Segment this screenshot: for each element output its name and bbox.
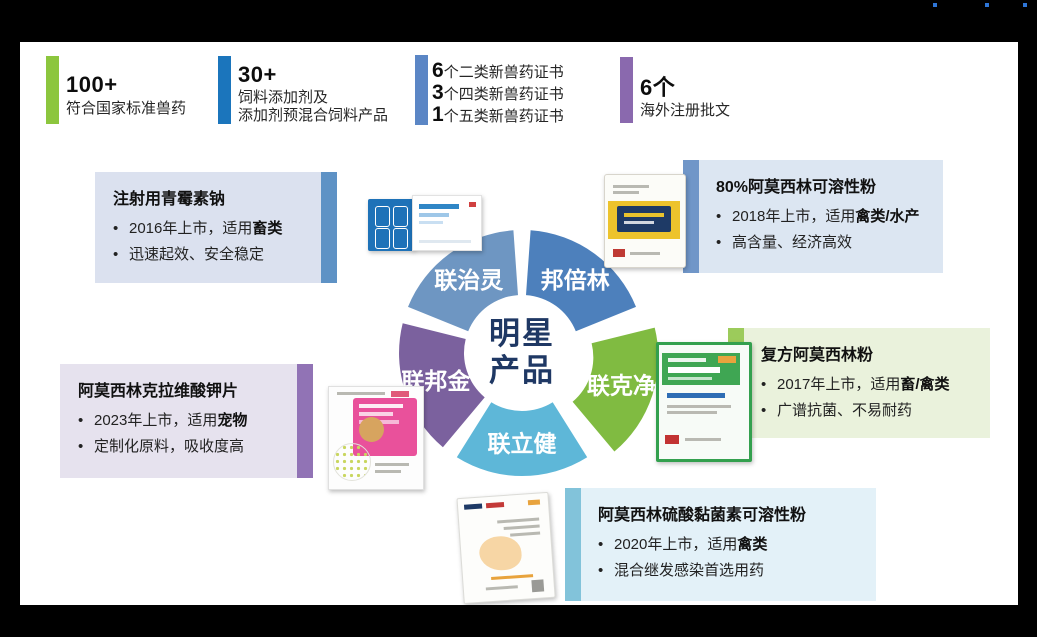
bullet-icon: • (761, 402, 767, 419)
cert-count: 6 (432, 59, 444, 82)
stat-feed-additives: 30+ 饲料添加剂及 添加剂预混合饲料产品 (218, 56, 408, 128)
bullet-icon: • (78, 412, 84, 429)
product-title: 复方阿莫西林粉 (761, 347, 874, 364)
stat-number: 100+ (66, 72, 118, 97)
artifact-dot (933, 3, 937, 7)
stat-accent-bar (415, 55, 428, 125)
bullet-item: •定制化原料，吸收度高 (78, 434, 273, 460)
callout-penicillin-injection: 注射用青霉素钠 •2016年上市，适用畜类 •迅速起效、安全稳定 (95, 172, 337, 283)
donut-segment-label: 联立健 (488, 431, 557, 458)
bullet-item: •2016年上市，适用畜类 (113, 216, 297, 242)
donut-segment (526, 230, 636, 332)
stat-label: 海外注册批文 (640, 102, 731, 119)
bullet-icon: • (716, 234, 722, 251)
bullet-icon: • (716, 208, 722, 225)
product-amoxicillin-sachet-image (604, 174, 686, 268)
stat-label: 饲料添加剂及 (238, 89, 329, 106)
cert-label: 个四类新兽药证书 (443, 86, 564, 103)
bullet-icon: • (78, 438, 84, 455)
donut-segment-label: 联治灵 (434, 267, 504, 294)
product-colistin-sachet-image (456, 491, 556, 605)
artifact-dot (1023, 3, 1027, 7)
stat-label: 添加剂预混合饲料产品 (238, 107, 389, 124)
bullet-icon: • (761, 376, 767, 393)
callout-compound-amoxicillin-powder: 复方阿莫西林粉 •2017年上市，适用畜/禽类 •广谱抗菌、不易耐药 (728, 328, 990, 438)
bullet-item: •2017年上市，适用畜/禽类 (761, 372, 980, 398)
bullet-item: •广谱抗菌、不易耐药 (761, 398, 980, 424)
donut-segment-label: 联克净 (587, 372, 656, 399)
product-penicillin-box-image (368, 193, 482, 253)
donut-segment (456, 402, 588, 477)
product-title: 注射用青霉素钠 (113, 191, 226, 208)
cert-count: 3 (432, 81, 444, 104)
stat-number: 6个 (640, 75, 676, 100)
bullet-icon: • (113, 246, 119, 263)
cert-label: 个五类新兽药证书 (443, 108, 564, 125)
stat-accent-bar (46, 56, 59, 124)
accent-stripe (297, 364, 313, 478)
bullet-item: •2018年上市，适用禽类/水产 (716, 204, 933, 230)
callout-amoxicillin-colistin-powder: 阿莫西林硫酸黏菌素可溶性粉 •2020年上市，适用禽类 •混合继发感染首选用药 (565, 488, 876, 601)
stat-overseas-registrations: 6个 海外注册批文 (620, 57, 770, 127)
bullet-item: •混合继发感染首选用药 (598, 558, 866, 584)
donut-segment (572, 327, 659, 452)
bullet-item: •2023年上市，适用宠物 (78, 408, 273, 434)
callout-amoxicillin-clavulanate-tablets: 阿莫西林克拉维酸钾片 •2023年上市，适用宠物 •定制化原料，吸收度高 (60, 364, 313, 478)
donut-segment-label: 邦倍林 (541, 267, 610, 294)
accent-stripe (321, 172, 337, 283)
bullet-icon: • (598, 536, 604, 553)
stat-standard-drugs: 100+ 符合国家标准兽药 (46, 56, 226, 128)
bullet-item: •2020年上市，适用禽类 (598, 532, 866, 558)
bullet-item: •迅速起效、安全稳定 (113, 242, 297, 268)
product-compound-amoxicillin-sachet-image (656, 342, 752, 462)
bullet-item: •高含量、经济高效 (716, 230, 933, 256)
cert-label: 个二类新兽药证书 (443, 64, 564, 81)
stat-accent-bar (620, 57, 633, 123)
product-title: 阿莫西林硫酸黏菌素可溶性粉 (598, 507, 807, 524)
artifact-dot (985, 3, 989, 7)
stat-accent-bar (218, 56, 231, 124)
accent-stripe (565, 488, 581, 601)
stat-label: 符合国家标准兽药 (66, 100, 187, 117)
donut-center-title: 明星 产品 (489, 316, 555, 389)
product-pet-tablets-box-image (328, 386, 424, 490)
callout-amoxicillin-soluble-powder: 80%阿莫西林可溶性粉 •2018年上市，适用禽类/水产 •高含量、经济高效 (683, 160, 943, 273)
stat-number: 30+ (238, 62, 277, 87)
cert-count: 1 (432, 103, 444, 126)
product-title: 阿莫西林克拉维酸钾片 (78, 383, 239, 400)
bullet-icon: • (113, 220, 119, 237)
accent-stripe (683, 160, 699, 273)
bullet-icon: • (598, 562, 604, 579)
donut-segment (408, 230, 518, 332)
product-title: 80%阿莫西林可溶性粉 (716, 179, 877, 196)
